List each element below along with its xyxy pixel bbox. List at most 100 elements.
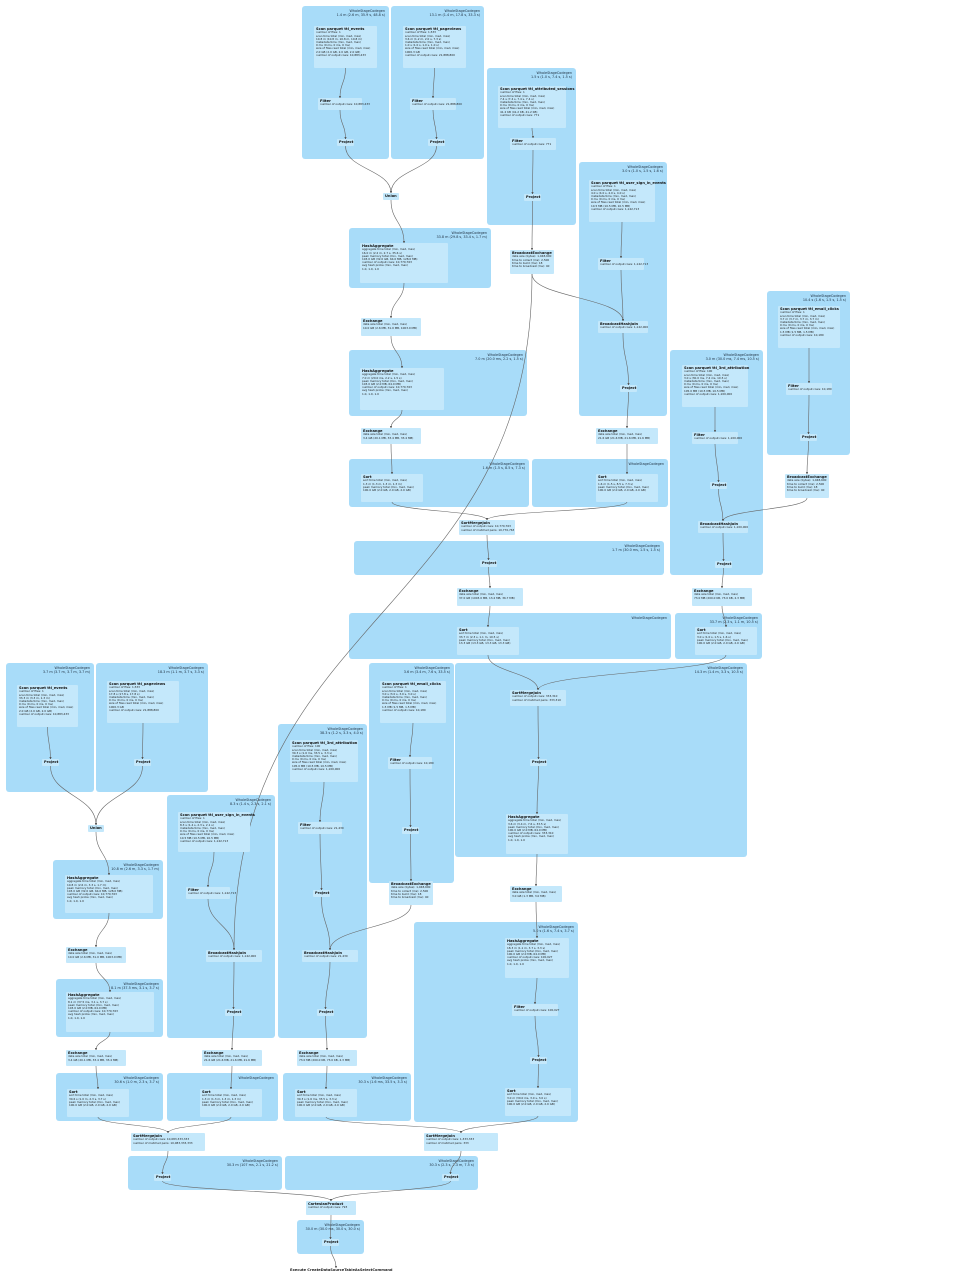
plan-node-project_j[interactable]: Project	[530, 1057, 547, 1064]
stage-cluster-c16[interactable]: WholeStageCodegen 3.7 m (3.7 m, 3.7 m, 3…	[6, 663, 94, 792]
stage-cluster-c11[interactable]: WholeStageCodegen 1.7 m (30.0 ms, 1.5 s,…	[354, 541, 664, 575]
plan-node-project_i[interactable]: Project	[530, 759, 547, 766]
stage-cluster-c27[interactable]: WholeStageCodegen 30.3 s (2.3 s, 2.3 m, …	[285, 1156, 478, 1190]
plan-node-project_q[interactable]: Project	[154, 1174, 171, 1181]
plan-node-union_2[interactable]: Union	[88, 825, 104, 832]
plan-node-union_1[interactable]: Union	[383, 193, 399, 200]
cluster-title: WholeStageCodegen 3.7 m (3.7 m, 3.7 m, 3…	[42, 666, 90, 674]
cluster-title: WholeStageCodegen 3.0 m (30.0 ms, 7.4 ms…	[705, 353, 759, 361]
node-metrics: number of output rows: 21,430	[304, 954, 348, 959]
cluster-title: WholeStageCodegen 33.7 m (2.3 s, 1.1 m, …	[709, 616, 758, 624]
node-title: Project	[319, 1010, 334, 1014]
plan-node-project_d[interactable]: Project	[620, 385, 637, 392]
node-metrics: sort time total (min, med, max) 3.0 s (1…	[697, 631, 748, 646]
plan-node-project_f[interactable]: Project	[402, 827, 419, 834]
node-metrics: number of files: 100 scan time total (mi…	[292, 744, 347, 771]
plan-node-project_b[interactable]: Project	[428, 139, 445, 146]
node-title: Sort	[459, 628, 468, 632]
node-title: Scan parquet ttl_pageviews	[405, 27, 462, 31]
plan-node-project_n[interactable]: Project	[313, 890, 330, 897]
node-title: Sort	[202, 1090, 211, 1094]
node-title: Sort	[697, 628, 706, 632]
plan-node-project_p[interactable]: Project	[800, 434, 817, 441]
plan-node-project_m[interactable]: Project	[225, 1009, 242, 1016]
plan-node-project_l[interactable]: Project	[134, 759, 151, 766]
plan-node-project_k[interactable]: Project	[42, 759, 59, 766]
plan-node-project_o[interactable]: Project	[317, 1009, 334, 1016]
cluster-title: WholeStageCodegen 7.0 m (20.0 ms, 2.2 s,…	[475, 353, 523, 361]
node-title: Filter	[788, 384, 799, 388]
cluster-title: WholeStageCodegen 1.7 m (30.0 ms, 1.5 s,…	[612, 544, 660, 552]
plan-node-project_e[interactable]: Project	[480, 560, 497, 567]
plan-node-project_c[interactable]: Project	[524, 194, 541, 201]
plan-node-project_h[interactable]: Project	[715, 561, 732, 568]
plan-node-execute[interactable]: Execute CreateDataSourceTableAsSelectCom…	[290, 1268, 393, 1272]
plan-node-project_g[interactable]: Project	[710, 482, 727, 489]
stage-cluster-c15[interactable]: WholeStageCodegen 14.3 m (1.4 m, 3.3 s, …	[455, 663, 747, 857]
stage-cluster-c26[interactable]: WholeStageCodegen 30.3 m (107 ms, 2.1 s,…	[128, 1156, 282, 1190]
plan-node-project_a[interactable]: Project	[337, 139, 354, 146]
stage-cluster-c28[interactable]: WholeStageCodegen 30.0 m (30.0 ms, 30.0 …	[297, 1220, 364, 1254]
plan-node-project_s[interactable]: Project	[322, 1239, 339, 1246]
node-title: Project	[712, 483, 727, 487]
plan-node-project_r[interactable]: Project	[442, 1174, 459, 1181]
